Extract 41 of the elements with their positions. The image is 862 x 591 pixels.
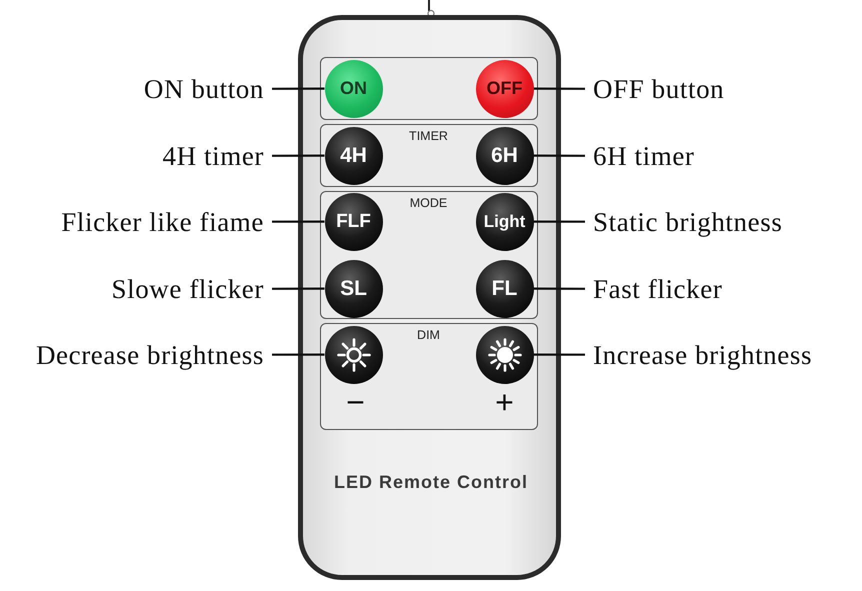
remote-button: FL	[476, 260, 534, 318]
remote-button: 6H	[476, 126, 534, 184]
panel-heading: TIMER	[409, 129, 448, 143]
remote-button: OFF	[476, 60, 534, 118]
leader-line	[272, 220, 324, 223]
leader-line	[272, 154, 324, 157]
callout-label: OFF button	[585, 72, 724, 106]
remote-button	[324, 326, 382, 384]
leader-line	[272, 88, 324, 90]
leader-line	[272, 354, 324, 356]
callout-label: 4H timer	[162, 139, 272, 173]
button-panel	[320, 323, 538, 430]
minus-sign: −	[346, 384, 365, 418]
callout-label: 6H timer	[585, 139, 695, 173]
callout-label: Fast flicker	[585, 272, 722, 306]
leader-line	[534, 354, 585, 356]
plus-sign: +	[495, 384, 514, 418]
button-panel	[320, 124, 538, 187]
remote-button: SL	[324, 260, 382, 318]
panel-heading: DIM	[417, 328, 440, 342]
leader-line	[534, 220, 585, 223]
leader-line	[272, 288, 324, 290]
panel-heading: MODE	[410, 196, 448, 210]
button-panel	[320, 191, 538, 319]
remote-body	[298, 15, 561, 580]
leader-line	[534, 88, 585, 90]
remote-button: ON	[324, 60, 382, 118]
callout-label: ON button	[144, 72, 272, 106]
callout-label: Static brightness	[585, 205, 782, 239]
remote-button: 4H	[324, 126, 382, 184]
product-label: LED Remote Control	[334, 471, 528, 493]
callout-label: Flicker like fiame	[61, 205, 272, 239]
remote-button: Light	[476, 192, 534, 250]
remote-button	[476, 326, 534, 384]
button-panel	[320, 57, 538, 120]
callout-label: Slowe flicker	[111, 272, 272, 306]
leader-line	[534, 154, 585, 157]
callout-label: Decrease brightness	[36, 338, 272, 372]
remote-button: FLF	[324, 192, 382, 250]
leader-line	[534, 288, 585, 290]
callout-label: Increase brightness	[585, 338, 812, 372]
